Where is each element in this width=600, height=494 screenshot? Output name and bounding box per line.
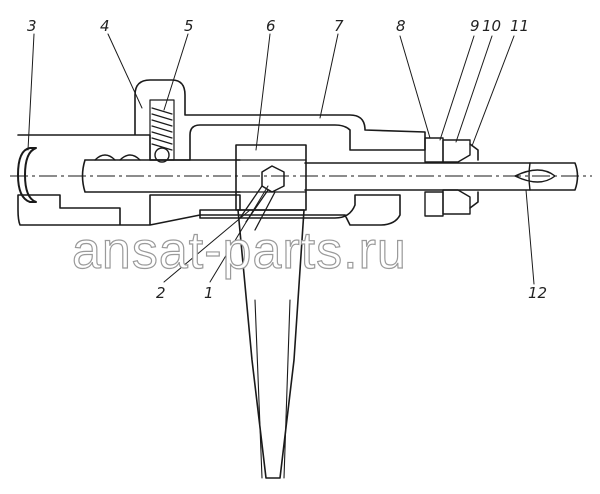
callout-2: 2 [156, 284, 166, 302]
callout-4: 4 [100, 17, 110, 35]
callout-7: 7 [334, 17, 344, 35]
housing-upper-wall [17, 79, 426, 161]
callout-11: 11 [510, 17, 529, 35]
callout-6: 6 [266, 17, 276, 35]
fork-lever [237, 209, 305, 479]
fork-lever-rib [254, 299, 291, 479]
callout-8: 8 [396, 17, 406, 35]
callout-12: 12 [528, 284, 547, 302]
callout-10: 10 [482, 17, 501, 35]
housing-lower-wall [17, 194, 401, 226]
shaft-grooves [94, 154, 141, 161]
seal-washer-lower [424, 191, 444, 217]
shaft-end-slot [514, 162, 556, 191]
callout-5: 5 [184, 17, 194, 35]
bolt-head [261, 165, 285, 193]
leader-lines [27, 33, 535, 285]
main-shaft-right [304, 162, 579, 191]
seal-lip [442, 139, 471, 215]
callout-3: 3 [27, 17, 37, 35]
retaining-ring [469, 143, 479, 209]
spring-coil [151, 107, 173, 151]
callout-1: 1 [204, 284, 214, 302]
detent-ball [154, 147, 170, 163]
end-cap [17, 147, 37, 203]
watermark-text: ansat-parts.ru [72, 222, 407, 280]
callout-9: 9 [470, 17, 480, 35]
seal-washer [424, 137, 444, 163]
